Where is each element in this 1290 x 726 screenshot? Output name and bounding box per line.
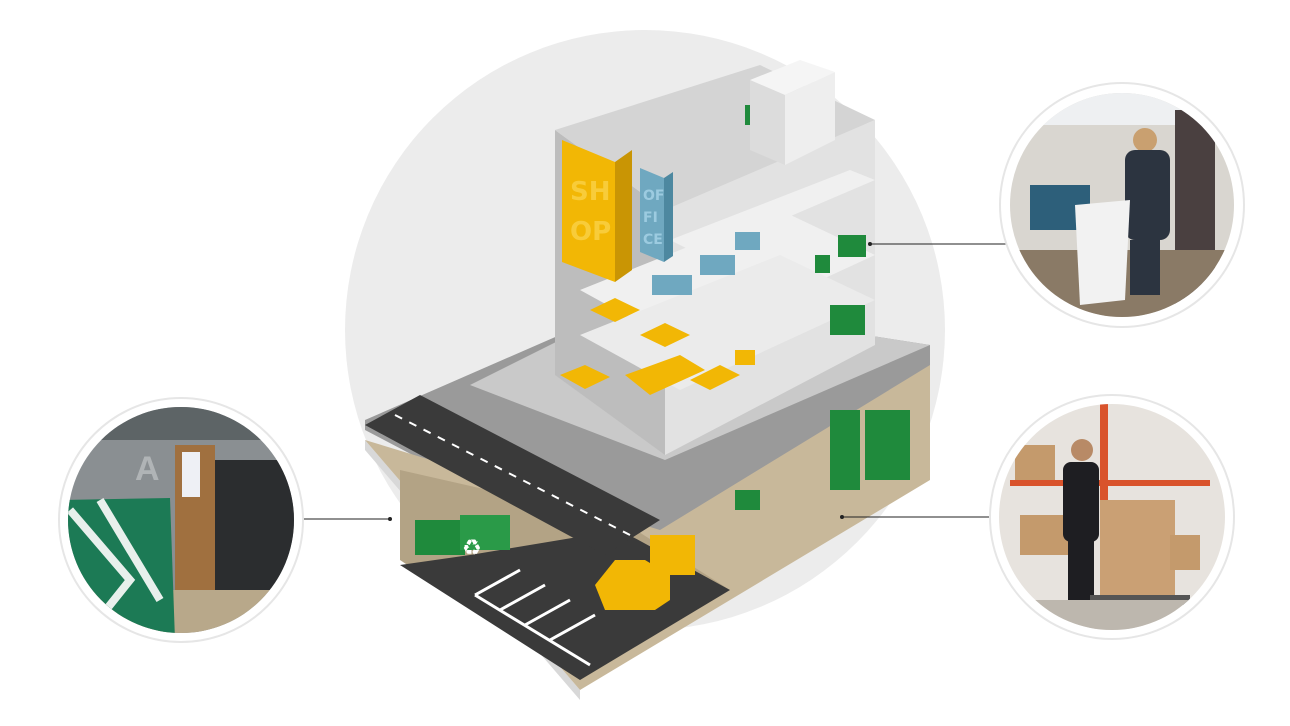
white-bin — [1075, 200, 1130, 305]
waste-container — [415, 520, 465, 555]
black-door — [215, 460, 294, 590]
storage-room — [865, 410, 910, 480]
recycling-container — [460, 515, 510, 550]
parcel-stack — [1100, 500, 1175, 595]
parking-lines — [474, 568, 596, 667]
office-floor — [670, 170, 875, 255]
office-sign-line-2: FI — [643, 210, 658, 226]
office-sign-line-1: OF — [643, 188, 664, 204]
recycling-bins — [745, 105, 866, 335]
photo-warehouse-pallet-jack — [999, 404, 1225, 630]
garage-sign-letter: A — [135, 450, 160, 488]
office-desks — [652, 232, 760, 295]
office-sign-line-3: CE — [643, 232, 663, 248]
connector-lines — [300, 243, 1010, 520]
photo-office-bin-collection — [1010, 93, 1234, 317]
shop-displays — [560, 298, 755, 395]
office-sign: OF FI CE — [640, 168, 673, 262]
worker — [1125, 150, 1170, 240]
warehouse-worker — [1063, 462, 1099, 542]
building — [555, 60, 875, 455]
shop-sign-line-2: OP — [570, 217, 611, 247]
electric-cargo-vehicle — [650, 535, 695, 575]
loading-door — [830, 410, 860, 490]
recycle-icon: ♻ — [462, 535, 482, 560]
shop-sign: SH OP — [562, 140, 632, 282]
shop-sign-line-1: SH — [570, 177, 611, 207]
